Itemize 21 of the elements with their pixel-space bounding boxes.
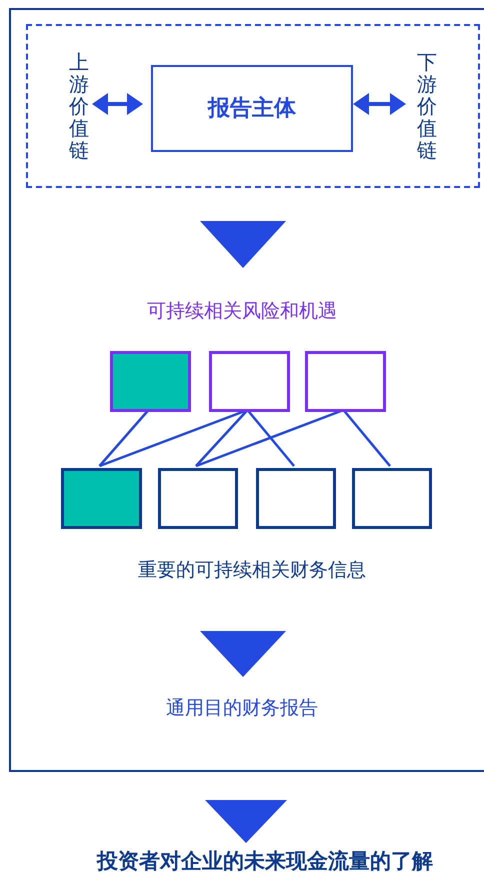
down-arrow <box>200 221 286 268</box>
down-arrow <box>205 800 287 843</box>
filled-box <box>110 351 191 412</box>
heading-text: 可持续相关风险和机遇 <box>92 296 392 326</box>
heading-text: 重要的可持续相关财务信息 <box>62 555 442 585</box>
double-arrow <box>92 93 143 115</box>
double-arrow <box>353 93 406 115</box>
frame-box <box>9 8 484 772</box>
empty-box <box>305 351 386 412</box>
down-arrow <box>200 631 286 677</box>
empty-box <box>158 468 238 529</box>
process-box: 报告主体 <box>151 65 353 152</box>
empty-box <box>209 351 290 412</box>
vertical-label: 上游价值链 <box>66 42 92 170</box>
empty-box <box>352 468 432 529</box>
heading-text: 通用目的财务报告 <box>92 693 392 723</box>
vertical-label: 下游价值链 <box>414 42 440 170</box>
dashed-box <box>26 24 480 188</box>
result-text: 投资者对企业的未来现金流量的了解 <box>50 847 480 877</box>
empty-box <box>256 468 336 529</box>
filled-box <box>61 468 142 529</box>
